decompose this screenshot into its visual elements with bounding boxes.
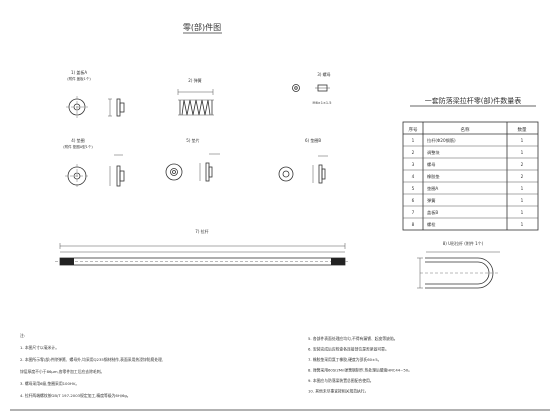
- bom-cell-name: 垫圈A: [427, 185, 438, 192]
- note-line: 8. 弹簧采用60Si2Mn弹簧钢制作,热处理后硬度HRC44~50。: [308, 368, 412, 373]
- part-7-rod-drawing: 7) 拉杆: [55, 228, 350, 266]
- bom-cell-qty: 1: [521, 210, 524, 215]
- bom-cell-name: 橡胶垫: [427, 173, 440, 180]
- sheet-title: 零(部)件图: [183, 22, 221, 32]
- bom-cell-index: 2: [412, 150, 415, 155]
- detail-label: 8) U形拉杆 (附件 1个): [443, 240, 484, 246]
- part-5-label: 5) 垫片: [186, 137, 199, 143]
- bom-header-index: 序号: [409, 126, 418, 133]
- part-3-label: 3) 螺母: [317, 71, 330, 77]
- rod-thread-right: [331, 258, 345, 265]
- part-5-drawing: 5) 垫片: [165, 137, 220, 182]
- bom-row: 5 垫圈A 1: [403, 181, 538, 192]
- note-line: 6. 安装完成后应检查各连接部位是否紧固可靠。: [308, 347, 389, 352]
- note-line: 1. 本图尺寸以毫米计。: [20, 345, 59, 350]
- bom-cell-name: 螺栓: [427, 221, 436, 228]
- part-7-label: 7) 拉杆: [195, 228, 208, 234]
- bom-title: 一套防落梁拉杆零(部)件数量表: [425, 96, 521, 105]
- bom-cell-index: 8: [412, 222, 415, 227]
- bom-cell-index: 3: [412, 162, 415, 167]
- note-line: 锌层厚度不小于86μm,各零件加工后应去除毛刺。: [20, 369, 104, 374]
- bom-cell-qty: 2: [521, 174, 524, 179]
- note-line: 2. 本图所示零(部)件除弹簧、螺母外,均采用Q235钢材制作,表面采用热浸锌防…: [20, 357, 163, 362]
- part-3-nut-drawing: 3) 螺母 M6×1×1.5: [292, 71, 332, 105]
- bom-cell-qty: 2: [521, 162, 524, 167]
- note-line: 10. 其他未尽事宜按相关规范执行。: [308, 389, 368, 394]
- bom-cell-name: 拉杆(Φ20钢筋): [427, 137, 456, 144]
- bom-table: 一套防落梁拉杆零(部)件数量表 1 拉杆(Φ20钢筋) 1 2 调整块 1 3 螺母 2 4 橡胶垫…: [402, 96, 539, 231]
- part-3-dimension: M6×1×1.5: [313, 101, 332, 105]
- bom-row: 4 橡胶垫 2: [403, 169, 538, 180]
- bom-cell-index: 6: [412, 198, 415, 203]
- bom-cell-index: 1: [412, 138, 415, 143]
- bom-row: 6 弹簧 1: [403, 193, 538, 204]
- note-line: 注:: [20, 333, 25, 338]
- bom-header-name: 名称: [461, 126, 470, 133]
- part-1-label: 1) 盖板A: [71, 69, 87, 75]
- bom-cell-name: 弹簧: [427, 197, 435, 204]
- note-line: 7. 橡胶垫采用氯丁橡胶,硬度为邵氏60±5。: [308, 357, 381, 362]
- bom-row: 2 调整块 1: [403, 145, 538, 156]
- notes-right: 5. 各部件表面处理应均匀,不得有漏镀、起皮等缺陷。 6. 安装完成后应检查各连接…: [308, 336, 412, 394]
- part-4-drawing: 4) 垫圈 (附件 垫圈A型1个): [63, 137, 125, 188]
- bom-row: 1 拉杆(Φ20钢筋) 1: [412, 137, 524, 144]
- bom-cell-name: 调整块: [427, 149, 440, 156]
- bom-row: 7 盖板B 1: [403, 205, 538, 216]
- note-line: 4. 拉杆两端螺纹按GB/T 197-2003规定加工,精度等级为6H/6g。: [20, 393, 131, 398]
- bom-cell-index: 5: [412, 186, 415, 191]
- note-line: 5. 各部件表面处理应均匀,不得有漏镀、起皮等缺陷。: [308, 336, 398, 341]
- part-1-drawing: 1) 盖板A (附件 盖板1个): [66, 69, 125, 118]
- bom-cell-qty: 1: [521, 150, 524, 155]
- bom-cell-qty: 1: [521, 222, 524, 227]
- bom-cell-qty: 1: [521, 138, 524, 143]
- part-4-label: 4) 垫圈: [71, 137, 84, 143]
- bom-cell-index: 4: [412, 174, 415, 179]
- part-6-drawing: 6) 垫圈B: [278, 137, 328, 184]
- bom-cell-name: 盖板B: [427, 209, 438, 216]
- note-line: 9. 本图应与防落梁装置总图配合使用。: [308, 378, 374, 383]
- bom-cell-index: 7: [412, 210, 415, 215]
- bom-cell-qty: 1: [521, 186, 524, 191]
- bom-row: 3 螺母 2: [403, 157, 538, 168]
- notes-left: 注: 1. 本图尺寸以毫米计。 2. 本图所示零(部)件除弹簧、螺母外,均采用Q23…: [20, 333, 163, 398]
- part-1-sublabel: (附件 盖板1个): [67, 76, 91, 81]
- part-6-label: 6) 垫圈B: [305, 137, 321, 143]
- detail-u-rod-drawing: 8) U形拉杆 (附件 1个): [417, 240, 500, 289]
- bom-cell-qty: 1: [521, 198, 524, 203]
- part-2-spring-drawing: 2) 弹簧: [177, 77, 214, 116]
- rod-thread-left: [60, 258, 74, 265]
- part-2-label: 2) 弹簧: [188, 77, 201, 83]
- part-4-sublabel: (附件 垫圈A型1个): [63, 144, 93, 149]
- bom-row: 8 螺栓 1: [403, 217, 538, 228]
- note-line: 3. 螺母采用6级,垫圈采用100HV。: [20, 381, 79, 386]
- bom-header-qty: 数量: [518, 126, 527, 133]
- bom-cell-name: 螺母: [427, 161, 435, 168]
